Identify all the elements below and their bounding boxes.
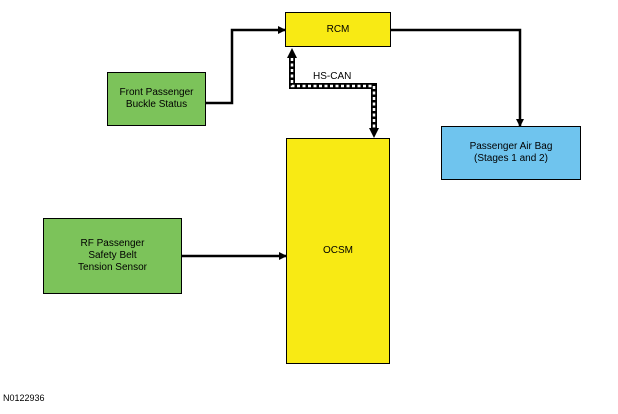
passenger-air-bag-block: Passenger Air Bag (Stages 1 and 2) <box>441 126 581 180</box>
rcm-label: RCM <box>326 23 350 35</box>
rf-passenger-belt-tension-sensor-label: RF Passenger Safety Belt Tension Sensor <box>78 238 147 273</box>
hs-can-arrowhead-up <box>287 48 297 58</box>
rcm-block: RCM <box>285 12 391 47</box>
rf-passenger-belt-tension-sensor-block: RF Passenger Safety Belt Tension Sensor <box>43 218 182 294</box>
figure-id: N0122936 <box>3 393 45 403</box>
hs-can-label: HS-CAN <box>313 71 352 82</box>
passenger-air-bag-label: Passenger Air Bag (Stages 1 and 2) <box>469 141 553 164</box>
buckle-to-rcm-arrow <box>206 26 286 105</box>
rcm-to-airbag-arrow <box>391 28 524 127</box>
front-passenger-buckle-status-label: Front Passenger Buckle Status <box>119 87 194 110</box>
ocsm-label: OCSM <box>323 245 353 256</box>
ocsm-block: OCSM <box>286 138 390 364</box>
hs-can-bus-link <box>287 48 379 138</box>
front-passenger-buckle-status-block: Front Passenger Buckle Status <box>107 72 206 126</box>
hs-can-arrowhead-down <box>369 128 379 138</box>
